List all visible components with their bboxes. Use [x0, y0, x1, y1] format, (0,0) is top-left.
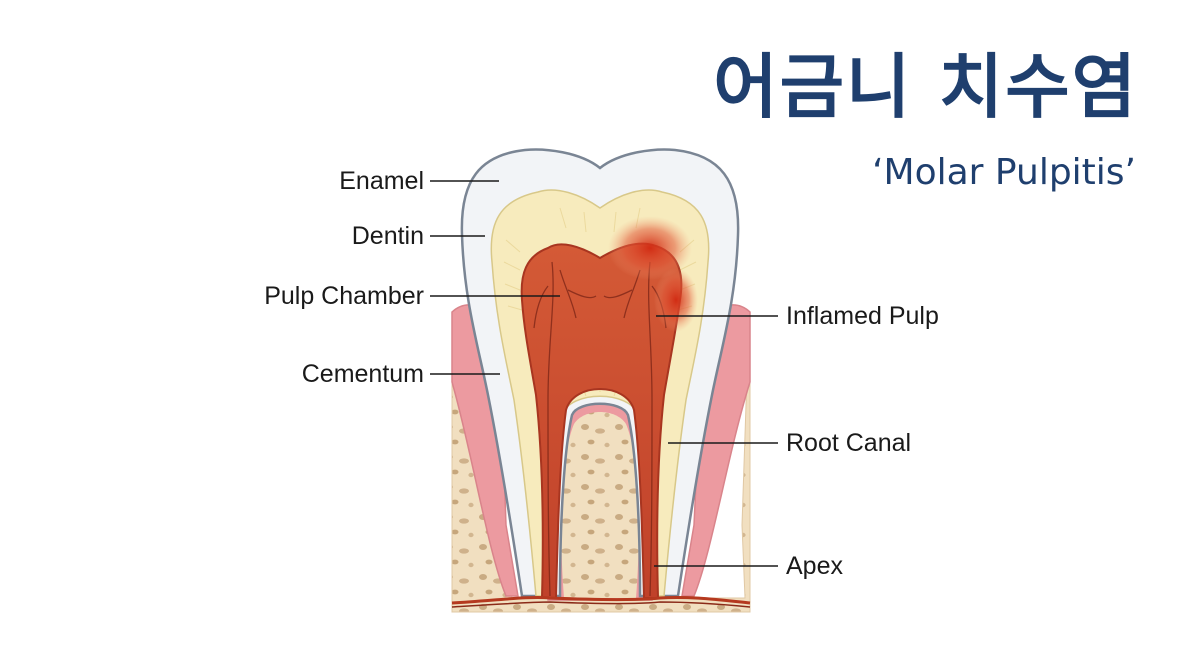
inflammation-crown-spot [608, 216, 692, 280]
label-pulp-chamber: Pulp Chamber [264, 282, 424, 310]
title-korean: 어금니 치수염 [713, 46, 1138, 128]
label-apex: Apex [786, 552, 843, 580]
apex-vessels [451, 595, 751, 605]
subtitle-english: ‘Molar Pulpitis’ [872, 152, 1136, 193]
label-enamel: Enamel [339, 167, 424, 195]
label-root-canal: Root Canal [786, 429, 912, 457]
inflammation-pulp-spot [654, 268, 698, 332]
label-inflamed-pulp: Inflamed Pulp [786, 302, 939, 330]
label-cementum: Cementum [301, 360, 424, 388]
label-dentin: Dentin [351, 222, 424, 250]
leader-lines [430, 180, 778, 567]
interradicular-bone [561, 412, 639, 598]
